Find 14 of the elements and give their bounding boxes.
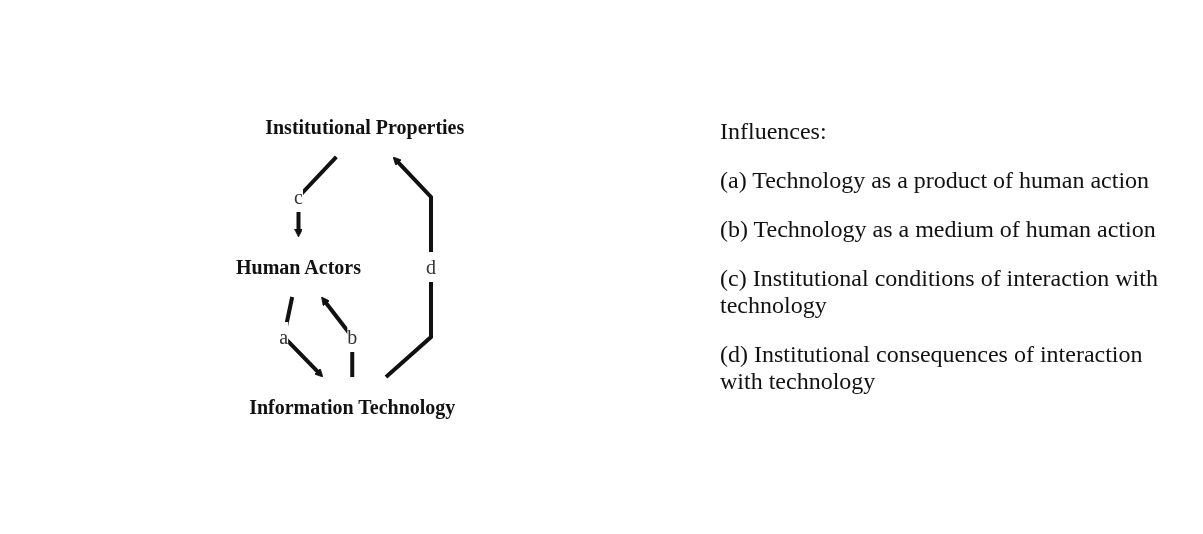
edge-label: d bbox=[425, 255, 436, 278]
node-text: Institutional Properties bbox=[265, 116, 465, 138]
edge-label: c bbox=[293, 186, 303, 208]
note-text: (d) Institutional consequences of interaction with technology bbox=[720, 340, 1144, 395]
edge-label: b bbox=[347, 325, 358, 348]
note-text: (b) Technology as a medium of human action bbox=[720, 215, 1157, 243]
note-text: Influences: bbox=[720, 117, 828, 145]
arrow bbox=[384, 156, 433, 379]
edge-label: a bbox=[279, 325, 289, 348]
arrow bbox=[293, 155, 338, 238]
note-text: (a) Technology as a product of human action bbox=[720, 166, 1151, 194]
node-text: Information Technology bbox=[249, 395, 456, 418]
node-text: Human Actors bbox=[235, 255, 361, 278]
note-text: (c) Institutional conditions of interaction with technology bbox=[720, 264, 1159, 319]
